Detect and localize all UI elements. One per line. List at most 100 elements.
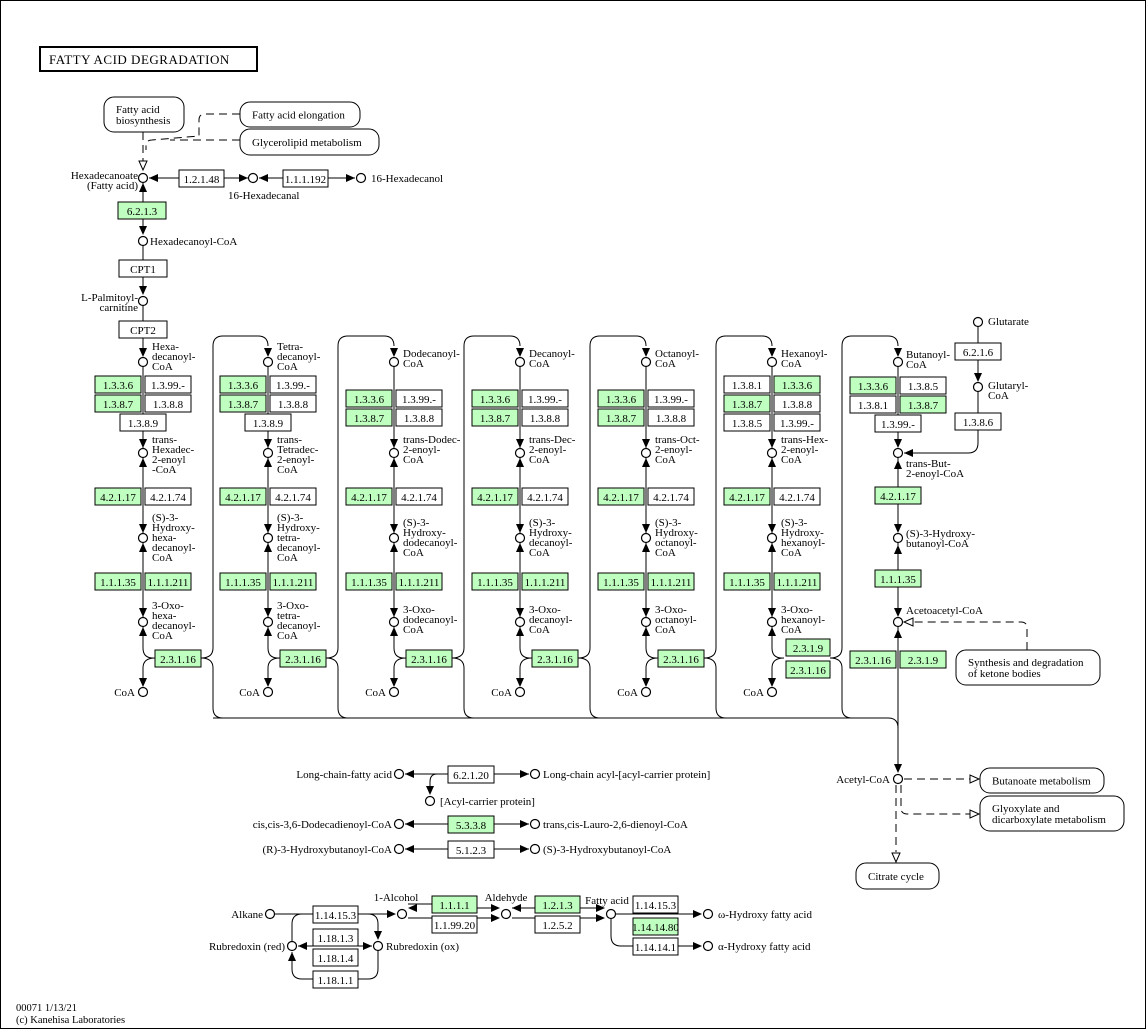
enzyme-box[interactable] (632, 917, 679, 936)
enzyme-box[interactable] (899, 376, 947, 395)
enzyme-4-2-1-17[interactable]: 4.2.1.17 (471, 487, 519, 506)
enzyme-1-1-1-211[interactable]: 1.1.1.211 (521, 572, 569, 591)
compound-side-right[interactable] (529, 843, 541, 855)
enzyme-2-3-1-16[interactable]: 2.3.1.16 (405, 649, 453, 668)
map-link-glycerolipid-metabolism[interactable]: Glycerolipid metabolism (239, 128, 380, 156)
enzyme-1-1-1-35[interactable]: 1.1.1.35 (723, 572, 771, 591)
map-link-box[interactable] (979, 795, 1125, 832)
compound-aldehyde[interactable] (500, 908, 512, 920)
compound-palmitoylcarnitine[interactable] (137, 295, 149, 307)
compound-hexadecanoyl-coa[interactable] (137, 235, 149, 247)
enzyme-box[interactable] (144, 487, 192, 506)
enzyme-1-3-3-6[interactable]: 1.3.3.6 (94, 375, 142, 394)
enzyme-box[interactable] (723, 572, 771, 591)
enzyme-1-18-1-3[interactable]: 1.18.1.3 (312, 928, 359, 947)
enzyme-box[interactable] (219, 375, 267, 394)
enzyme-1-14-15-3[interactable]: 1.14.15.3 (312, 905, 359, 924)
label-hexadecanoate[interactable]: Hexadecanoate(Fatty acid) (71, 170, 139, 192)
compound-hydroxyacyl-coa[interactable] (388, 532, 400, 544)
compound-acetoacetyl-coa[interactable] (892, 616, 904, 628)
enzyme-box[interactable] (874, 486, 922, 505)
enzyme-box[interactable] (395, 487, 443, 506)
enzyme-box[interactable] (269, 394, 317, 413)
map-link-butanoate-metabolism[interactable]: Butanoate metabolism (979, 767, 1105, 794)
compound-alkane[interactable] (264, 908, 276, 920)
enzyme-6-2-1-3[interactable]: 6.2.1.3 (117, 201, 167, 220)
enzyme-4-2-1-17[interactable]: 4.2.1.17 (597, 487, 645, 506)
enzyme-box[interactable] (521, 389, 569, 408)
label-hydroxyacyl-coa[interactable]: (S)-3-Hydroxy-tetra-decanoyl-CoA (277, 512, 321, 564)
enzyme-box[interactable] (345, 389, 393, 408)
label-side-left[interactable]: (R)-3-Hydroxybutanoyl-CoA (262, 844, 392, 856)
map-link-box[interactable] (239, 101, 361, 128)
enzyme-cpt1[interactable]: CPT1 (118, 259, 168, 278)
enzyme-4-2-1-17[interactable]: 4.2.1.17 (723, 487, 771, 506)
enzyme-1-3-3-6[interactable]: 1.3.3.6 (773, 375, 821, 394)
label-hydroxyacyl-coa[interactable]: (S)-3-Hydroxy-octanoyl-CoA (655, 517, 698, 559)
enzyme-2-3-1-16[interactable]: 2.3.1.16 (785, 660, 831, 679)
enzyme-box[interactable] (597, 408, 645, 427)
enzyme-box[interactable] (447, 815, 495, 834)
enzyme-box[interactable] (471, 408, 519, 427)
enzyme-2-3-1-16[interactable]: 2.3.1.16 (531, 649, 579, 668)
enzyme-1-3-8-9[interactable]: 1.3.8.9 (119, 413, 167, 432)
enzyme-4-2-1-17[interactable]: 4.2.1.17 (94, 487, 142, 506)
enzyme-box[interactable] (447, 840, 495, 859)
enzyme-1-1-1-1[interactable]: 1.1.1.1 (431, 895, 478, 914)
enzyme-box[interactable] (647, 572, 695, 591)
label-acyl-coa[interactable]: Hexa-decanoyl-CoA (152, 341, 196, 373)
label-oxoacyl-coa[interactable]: 3-Oxo-tetra-decanoyl-CoA (277, 600, 321, 642)
label-1-alcohol[interactable]: 1-Alcohol (374, 892, 419, 904)
compound-oxoacyl-coa[interactable] (514, 616, 526, 628)
enzyme-box[interactable] (785, 660, 831, 679)
enzyme-box[interactable] (405, 649, 453, 668)
map-link-box[interactable] (103, 96, 185, 133)
compound-oxoacyl-coa[interactable] (262, 616, 274, 628)
enzyme-box[interactable] (531, 649, 579, 668)
enzyme-4-2-1-74[interactable]: 4.2.1.74 (647, 487, 695, 506)
enzyme-1-1-1-211[interactable]: 1.1.1.211 (395, 572, 443, 591)
enzyme-1-3-8-1[interactable]: 1.3.8.1 (849, 395, 897, 414)
label-hexadecanol[interactable]: 16-Hexadecanol (371, 173, 443, 185)
label-enoyl-coa[interactable]: trans-Hexadec-2-enoyl-CoA (152, 434, 194, 476)
compound-acyl-coa[interactable] (137, 356, 149, 368)
enzyme-box[interactable] (269, 375, 317, 394)
label-coa[interactable]: CoA (743, 687, 764, 699)
enzyme-1-3-8-8[interactable]: 1.3.8.8 (144, 394, 192, 413)
label-hydroxyacyl-coa[interactable]: (S)-3-Hydroxy-hexa-decanoyl-CoA (152, 512, 196, 564)
enzyme-box[interactable] (345, 408, 393, 427)
enzyme-box[interactable] (773, 413, 821, 432)
label-butanoyl-coa[interactable]: Butanoyl-CoA (906, 349, 950, 371)
enzyme-1-3-8-5[interactable]: 1.3.8.5 (899, 376, 947, 395)
enzyme-1-3-3-6[interactable]: 1.3.3.6 (597, 389, 645, 408)
enzyme-1-1-1-211[interactable]: 1.1.1.211 (144, 572, 192, 591)
enzyme-box[interactable] (954, 342, 1002, 361)
enzyme-box[interactable] (119, 413, 167, 432)
compound-side-right[interactable] (529, 768, 541, 780)
compound-1-alcohol[interactable] (396, 908, 408, 920)
compound-hydroxyacyl-coa[interactable] (514, 532, 526, 544)
enzyme-box[interactable] (632, 937, 679, 956)
compound-enoyl-coa[interactable] (640, 447, 652, 459)
enzyme-1-3-8-8[interactable]: 1.3.8.8 (521, 408, 569, 427)
compound-oxoacyl-coa[interactable] (640, 616, 652, 628)
enzyme-box[interactable] (471, 389, 519, 408)
label-side-left[interactable]: cis,cis-3,6-Dodecadienoyl-CoA (253, 819, 392, 831)
enzyme-2-3-1-16[interactable]: 2.3.1.16 (657, 649, 705, 668)
enzyme-box[interactable] (178, 169, 225, 188)
enzyme-box[interactable] (144, 572, 192, 591)
enzyme-box[interactable] (597, 572, 645, 591)
enzyme-1-3-99--[interactable]: 1.3.99.- (144, 375, 192, 394)
enzyme-box[interactable] (521, 487, 569, 506)
enzyme-1-3-8-8[interactable]: 1.3.8.8 (269, 394, 317, 413)
compound-hexadecanoate[interactable] (137, 172, 149, 184)
enzyme-box[interactable] (269, 572, 317, 591)
enzyme-box[interactable] (647, 389, 695, 408)
enzyme-1-3-8-7[interactable]: 1.3.8.7 (94, 394, 142, 413)
label-acetoacetyl-coa[interactable]: Acetoacetyl-CoA (906, 605, 983, 617)
enzyme-4-2-1-17[interactable]: 4.2.1.17 (219, 487, 267, 506)
compound-coa[interactable] (514, 686, 526, 698)
compound-hydroxyacyl-coa[interactable] (137, 532, 149, 544)
enzyme-1-3-3-6[interactable]: 1.3.3.6 (345, 389, 393, 408)
